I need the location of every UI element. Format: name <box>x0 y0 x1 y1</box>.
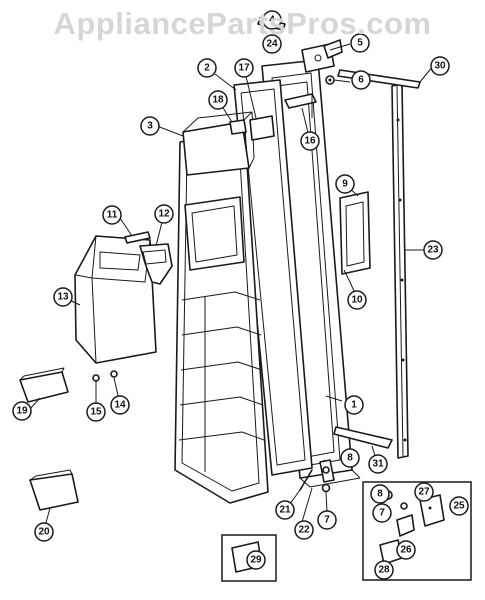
callout-31: 31 <box>368 454 388 474</box>
part-top-retainers <box>229 115 275 141</box>
part-hinge-block <box>284 93 317 118</box>
svg-text:9: 9 <box>342 179 348 190</box>
svg-text:6: 6 <box>358 75 364 86</box>
callout-5: 5 <box>350 33 370 53</box>
svg-text:5: 5 <box>357 38 363 49</box>
svg-text:31: 31 <box>372 459 384 470</box>
part-dispenser-panel <box>339 191 371 283</box>
callout-24: 24 <box>262 34 282 54</box>
svg-text:16: 16 <box>304 136 316 147</box>
part-shelf-bin <box>19 367 69 403</box>
svg-text:13: 13 <box>57 292 69 303</box>
part-top-bar <box>337 69 421 89</box>
part-lower-hinge-hardware <box>299 459 335 493</box>
callout-7: 7 <box>317 510 337 530</box>
svg-text:20: 20 <box>38 527 50 538</box>
svg-text:23: 23 <box>427 245 439 256</box>
part-door-liner <box>174 111 269 504</box>
callout-7-inset: 7 <box>372 503 392 523</box>
callout-20: 20 <box>34 522 54 542</box>
svg-text:1: 1 <box>351 400 357 411</box>
svg-text:15: 15 <box>90 407 102 418</box>
svg-text:25: 25 <box>453 501 465 512</box>
callout-28: 28 <box>374 560 394 580</box>
part-lever-and-chute <box>124 231 173 285</box>
callout-3: 3 <box>140 116 160 136</box>
svg-text:7: 7 <box>379 508 385 519</box>
svg-text:12: 12 <box>158 209 170 220</box>
callout-15: 15 <box>86 402 106 422</box>
svg-text:18: 18 <box>212 95 224 106</box>
callout-23: 23 <box>423 240 443 260</box>
callout-8: 8 <box>340 448 360 468</box>
svg-text:29: 29 <box>250 555 262 566</box>
callout-26: 26 <box>396 540 416 560</box>
svg-text:26: 26 <box>400 545 412 556</box>
svg-text:8: 8 <box>377 489 383 500</box>
callout-16: 16 <box>300 131 320 151</box>
svg-text:4: 4 <box>269 15 275 26</box>
callout-21: 21 <box>275 500 295 520</box>
svg-text:21: 21 <box>279 505 291 516</box>
svg-text:14: 14 <box>114 400 126 411</box>
callout-18: 18 <box>208 90 228 110</box>
callout-13: 13 <box>53 287 73 307</box>
callout-22: 22 <box>294 520 314 540</box>
callout-11: 11 <box>102 205 122 225</box>
callout-25: 25 <box>449 496 469 516</box>
part-screws <box>92 370 118 382</box>
callout-6: 6 <box>351 70 371 90</box>
callout-17: 17 <box>234 58 254 78</box>
part-trim-strip <box>391 83 409 459</box>
callout-30: 30 <box>430 56 450 76</box>
svg-text:27: 27 <box>418 487 430 498</box>
svg-text:28: 28 <box>378 565 390 576</box>
callout-29: 29 <box>246 550 266 570</box>
callout-2: 2 <box>197 58 217 78</box>
callout-27: 27 <box>414 482 434 502</box>
svg-text:2: 2 <box>204 63 210 74</box>
callout-1: 1 <box>344 395 364 415</box>
part-lower-bin <box>29 469 79 511</box>
svg-text:24: 24 <box>266 39 278 50</box>
svg-text:11: 11 <box>107 210 118 221</box>
svg-text:10: 10 <box>351 295 363 306</box>
svg-text:3: 3 <box>147 121 153 132</box>
svg-text:7: 7 <box>324 515 330 526</box>
callout-19: 19 <box>12 401 32 421</box>
callout-4: 4 <box>262 10 282 30</box>
callout-12: 12 <box>154 204 174 224</box>
callout-8-inset: 8 <box>370 484 390 504</box>
part-bottom-bar <box>333 426 393 449</box>
svg-text:19: 19 <box>16 406 28 417</box>
callout-14: 14 <box>110 395 130 415</box>
svg-text:17: 17 <box>238 63 250 74</box>
svg-text:30: 30 <box>434 61 446 72</box>
svg-text:8: 8 <box>347 453 353 464</box>
callout-10: 10 <box>347 290 367 310</box>
svg-text:22: 22 <box>298 525 310 536</box>
callout-9: 9 <box>335 174 355 194</box>
